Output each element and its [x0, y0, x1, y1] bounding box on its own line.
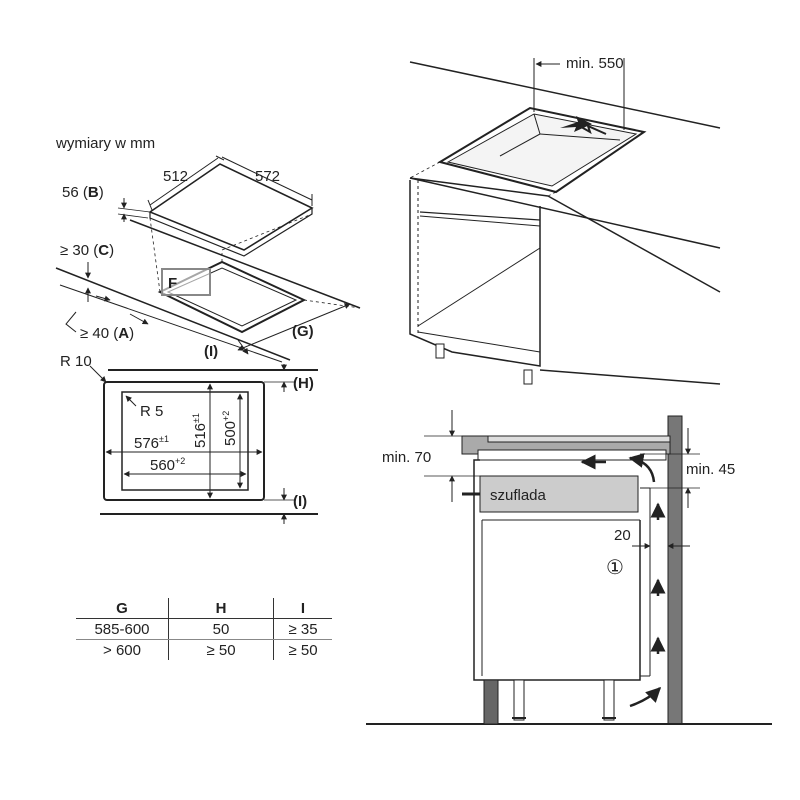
min-front-label: ≥ 40 (A) [80, 325, 134, 342]
cutout-ref-i: (I) [293, 493, 307, 510]
table-header-h: H [168, 598, 274, 619]
drawer-label: szuflada [490, 487, 547, 504]
table-row: > 600 ≥ 50 ≥ 50 [76, 639, 332, 660]
unit-note: wymiary w mm [55, 135, 155, 152]
marker-f: F [168, 275, 177, 292]
worktop-perspective [409, 58, 721, 385]
table-cell: ≥ 50 [168, 639, 274, 660]
clearance-table: G H I 585-600 50 ≥ 35 > 600 ≥ 50 ≥ 50 [76, 598, 332, 660]
cutout-ref-h: (H) [293, 375, 314, 392]
cutout-depth-500: 500+2 [221, 411, 239, 446]
table-cell: 50 [168, 618, 274, 640]
section-min-gap: min. 45 [686, 461, 735, 478]
hob-width-label: 572 [255, 168, 280, 185]
hob-depth-label: 512 [163, 168, 188, 185]
table-cell: ≥ 35 [273, 618, 332, 640]
min-wall-label: ≥ 30 (C) [60, 242, 114, 259]
table-cell: ≥ 50 [273, 639, 332, 660]
table-cell: 585-600 [76, 618, 169, 640]
hob-ref-i: (I) [204, 343, 218, 360]
section-view [366, 410, 772, 725]
section-min-top: min. 70 [382, 449, 431, 466]
marker-1: ① [606, 557, 624, 579]
table-header-g: G [76, 598, 169, 619]
inner-radius-label: R 5 [140, 403, 163, 420]
outer-radius-label: R 10 [60, 353, 92, 370]
table-cell: > 600 [103, 641, 141, 659]
worktop-min-width: min. 550 [566, 55, 624, 72]
hob-ref-g: (G) [292, 323, 314, 340]
cutout-plan [89, 364, 318, 524]
table-header-i: I [273, 598, 332, 619]
table-row: 585-600 50 ≥ 35 [76, 618, 332, 640]
cutout-width-560: 560+2 [150, 456, 185, 474]
cutout-depth-516: 516±1 [191, 413, 209, 448]
hob-height-label: 56 (B) [62, 184, 104, 201]
cutout-width-576: 576±1 [134, 434, 169, 452]
hob-perspective [55, 155, 361, 363]
section-gap-20: 20 [614, 527, 631, 544]
